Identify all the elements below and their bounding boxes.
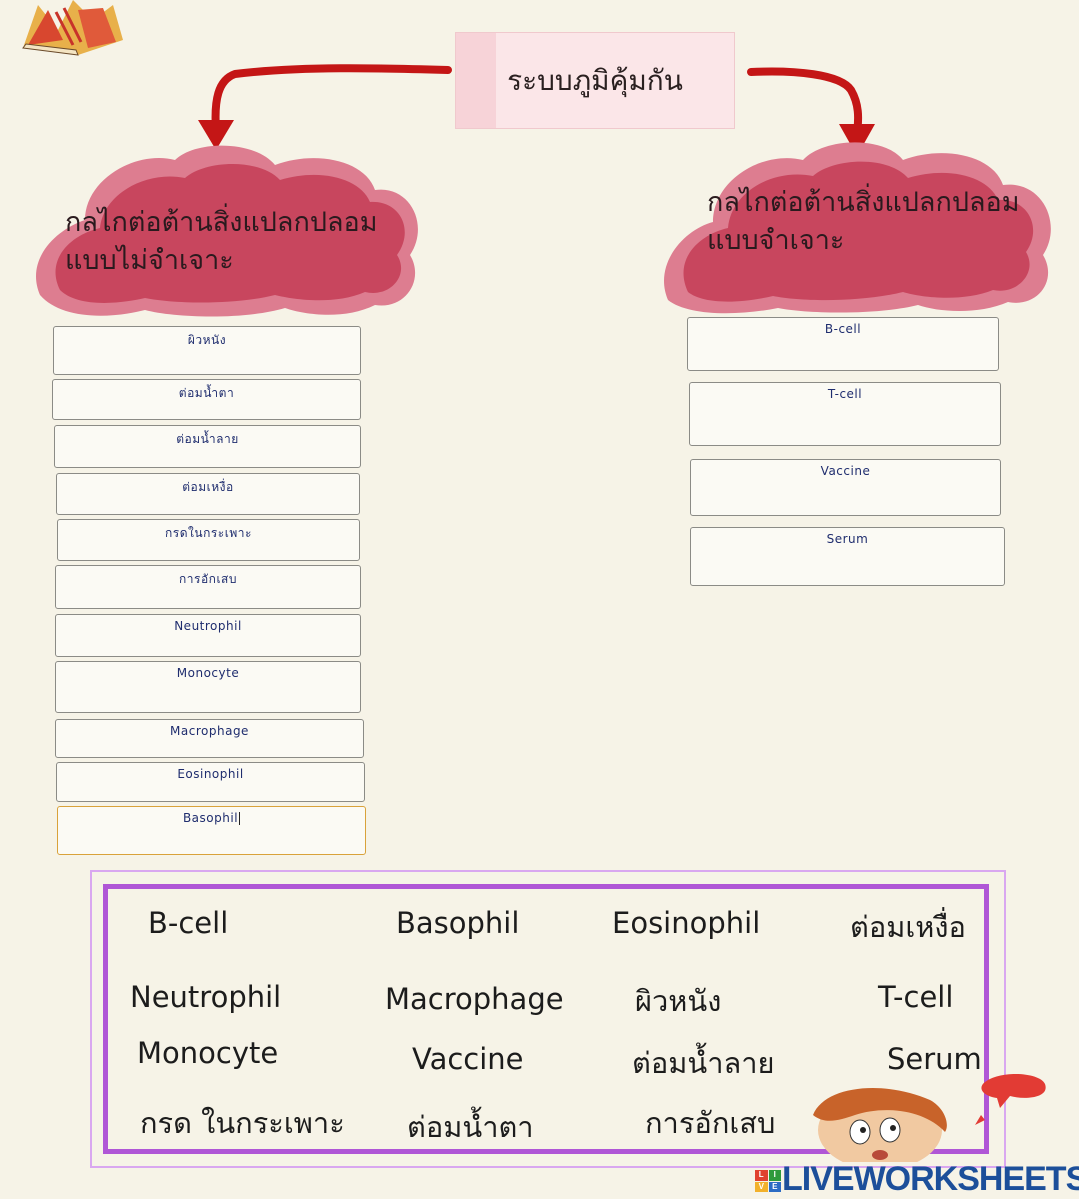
answer-text: Vaccine bbox=[820, 464, 871, 478]
word-bank bbox=[103, 884, 989, 1154]
word-bank-item: ต่อมน้ำลาย bbox=[632, 1046, 775, 1080]
answer-text: การอักเสบ bbox=[179, 572, 237, 586]
right-branch-heading: กลไกต่อต้านสิ่งแปลกปลอม แบบจำเจาะ bbox=[707, 184, 1020, 260]
logo-text: LIVEWORKSHEETS bbox=[782, 1160, 1079, 1198]
word-bank-item: B-cell bbox=[148, 906, 229, 940]
liveworksheets-badge-icon: L I V E bbox=[755, 1170, 781, 1192]
cloud-shape-right bbox=[664, 142, 1051, 314]
badge-letter: V bbox=[755, 1181, 768, 1192]
answer-text: T-cell bbox=[827, 387, 863, 401]
badge-letter: E bbox=[768, 1181, 781, 1192]
word-bank-item: T-cell bbox=[878, 980, 954, 1014]
left-branch-line1: กลไกต่อต้านสิ่งแปลกปลอม bbox=[65, 207, 378, 238]
word-bank-item: ผิวหนัง bbox=[635, 984, 722, 1018]
word-bank-item: การอักเสบ bbox=[645, 1106, 776, 1140]
answer-field-b-cell[interactable]: B-cell bbox=[687, 317, 999, 371]
answer-text: ต่อมน้ำลาย bbox=[176, 432, 239, 446]
answer-text: Neutrophil bbox=[174, 619, 242, 633]
word-bank-item: Basophil bbox=[396, 906, 520, 940]
left-branch-heading: กลไกต่อต้านสิ่งแปลกปลอม แบบไม่จำเจาะ bbox=[65, 204, 378, 280]
answer-text: Macrophage bbox=[170, 724, 249, 738]
right-branch-line1: กลไกต่อต้านสิ่งแปลกปลอม bbox=[707, 187, 1020, 218]
answer-field-sweat-gland[interactable]: ต่อมเหงื่อ bbox=[56, 473, 360, 515]
word-bank-item: Vaccine bbox=[412, 1042, 524, 1076]
liveworksheets-logo: LIVEWORKSHEETS bbox=[782, 1160, 1079, 1198]
answer-field-skin[interactable]: ผิวหนัง bbox=[53, 326, 361, 375]
left-branch-line2: แบบไม่จำเจาะ bbox=[65, 245, 234, 276]
thinking-boy-clipart bbox=[813, 1073, 1046, 1162]
answer-field-vaccine[interactable]: Vaccine bbox=[690, 459, 1001, 516]
answer-text: ต่อมน้ำตา bbox=[178, 386, 235, 400]
word-bank-item: Neutrophil bbox=[130, 980, 282, 1014]
word-bank-item: ต่อมเหงื่อ bbox=[850, 910, 966, 944]
answer-field-inflammation[interactable]: การอักเสบ bbox=[55, 565, 361, 609]
answer-field-salivary-gland[interactable]: ต่อมน้ำลาย bbox=[54, 425, 361, 468]
answer-field-tear-gland[interactable]: ต่อมน้ำตา bbox=[52, 379, 361, 420]
badge-letter: I bbox=[768, 1170, 781, 1181]
answer-field-stomach-acid[interactable]: กรดในกระเพาะ bbox=[57, 519, 360, 561]
word-bank-item: Macrophage bbox=[385, 982, 564, 1016]
answer-field-neutrophil[interactable]: Neutrophil bbox=[55, 614, 361, 657]
answer-text: Monocyte bbox=[176, 666, 240, 680]
answer-text: ต่อมเหงื่อ bbox=[182, 480, 234, 494]
badge-letter: L bbox=[755, 1170, 768, 1181]
word-bank-item: Monocyte bbox=[137, 1036, 279, 1070]
answer-field-eosinophil[interactable]: Eosinophil bbox=[56, 762, 365, 802]
answer-text: Serum bbox=[826, 532, 869, 546]
answer-text: Eosinophil bbox=[177, 767, 244, 781]
decorative-clipart bbox=[22, 0, 123, 56]
word-bank-item: Serum bbox=[887, 1042, 982, 1076]
word-bank-outer-border bbox=[90, 870, 1006, 1168]
page-title: ระบบภูมิคุ้มกัน bbox=[455, 32, 735, 129]
answer-text: B-cell bbox=[824, 322, 862, 336]
word-bank-item: กรด ในกระเพาะ bbox=[140, 1106, 345, 1140]
answer-field-macrophage[interactable]: Macrophage bbox=[55, 719, 364, 758]
arrow-left bbox=[198, 64, 452, 150]
answer-field-t-cell[interactable]: T-cell bbox=[689, 382, 1001, 446]
arrow-right bbox=[747, 67, 875, 156]
word-bank-item: Eosinophil bbox=[612, 906, 761, 940]
answer-text: Basophil bbox=[182, 811, 239, 825]
cloud-shape-left bbox=[36, 145, 418, 317]
answer-field-monocyte[interactable]: Monocyte bbox=[55, 661, 361, 713]
word-bank-item: ต่อมน้ำตา bbox=[407, 1110, 534, 1144]
right-branch-line2: แบบจำเจาะ bbox=[707, 225, 845, 256]
answer-field-basophil[interactable]: Basophil bbox=[57, 806, 366, 855]
answer-text: ผิวหนัง bbox=[187, 333, 227, 347]
answer-field-serum[interactable]: Serum bbox=[690, 527, 1005, 586]
answer-text: กรดในกระเพาะ bbox=[165, 526, 252, 540]
text-caret bbox=[239, 812, 241, 825]
